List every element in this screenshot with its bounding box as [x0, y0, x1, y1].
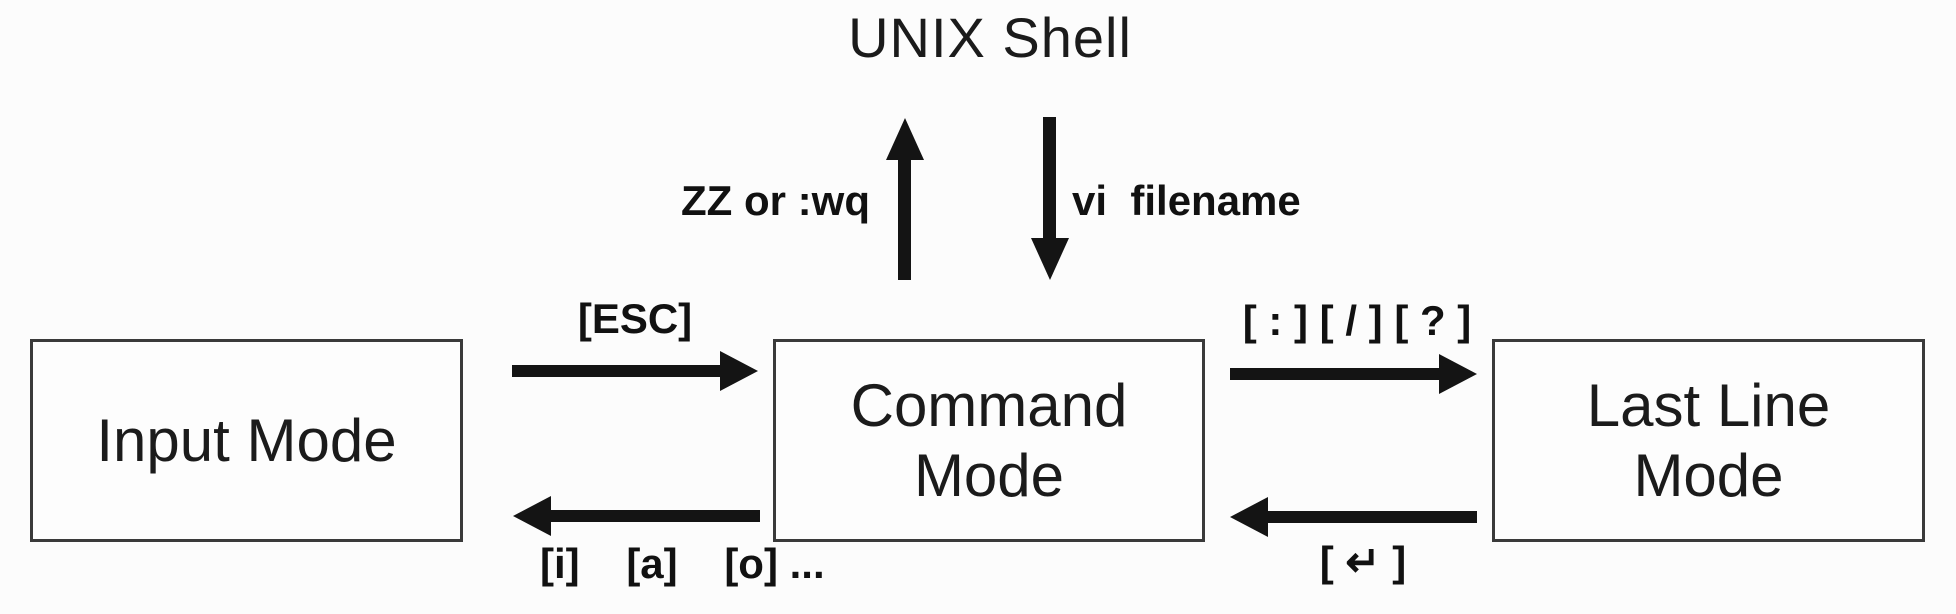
arrow-left-lastline-to-command-icon	[1230, 497, 1477, 537]
arrow-head-icon	[1230, 497, 1268, 537]
input-mode-label: Input Mode	[96, 406, 397, 474]
arrow-up-command-to-shell-icon	[886, 118, 924, 280]
arrow-right-input-to-command-icon	[512, 351, 758, 391]
arrow-left-command-to-input-icon	[513, 496, 760, 536]
last-line-mode-label-line1: Last Line	[1586, 371, 1831, 439]
arrow-head-icon	[886, 118, 924, 160]
esc-edge-label: [ESC]	[577, 295, 693, 342]
arrow-right-command-to-lastline-icon	[1230, 354, 1477, 394]
insert-keys-edge-label: [i] [a] [o] ...	[540, 540, 825, 587]
enter-edge-label: [ ↵ ]	[1319, 538, 1407, 585]
arrow-head-icon	[1439, 354, 1477, 394]
arrow-head-icon	[720, 351, 758, 391]
input-mode-box: Input Mode	[30, 339, 463, 542]
arrow-shaft	[549, 510, 760, 522]
command-mode-label-line1: Command	[850, 371, 1128, 439]
last-line-mode-label-line2: Mode	[1633, 441, 1784, 509]
arrow-shaft	[512, 365, 724, 377]
open-edge-label: vi filename	[1072, 177, 1301, 224]
arrow-head-icon	[513, 496, 551, 536]
lastline-keys-edge-label: [ : ] [ / ] [ ? ]	[1242, 297, 1472, 344]
last-line-mode-box: Last Line Mode	[1492, 339, 1925, 542]
command-mode-label-line2: Mode	[913, 441, 1065, 509]
arrow-head-icon	[1031, 238, 1069, 280]
arrow-down-shell-to-command-icon	[1031, 117, 1069, 280]
arrow-shaft	[1266, 511, 1477, 523]
arrow-shaft	[898, 156, 911, 280]
arrow-shaft	[1043, 117, 1056, 242]
command-mode-box: Command Mode	[773, 339, 1205, 542]
diagram-title: UNIX Shell	[848, 6, 1132, 69]
arrow-shaft	[1230, 368, 1443, 380]
quit-edge-label: ZZ or :wq	[681, 177, 870, 224]
